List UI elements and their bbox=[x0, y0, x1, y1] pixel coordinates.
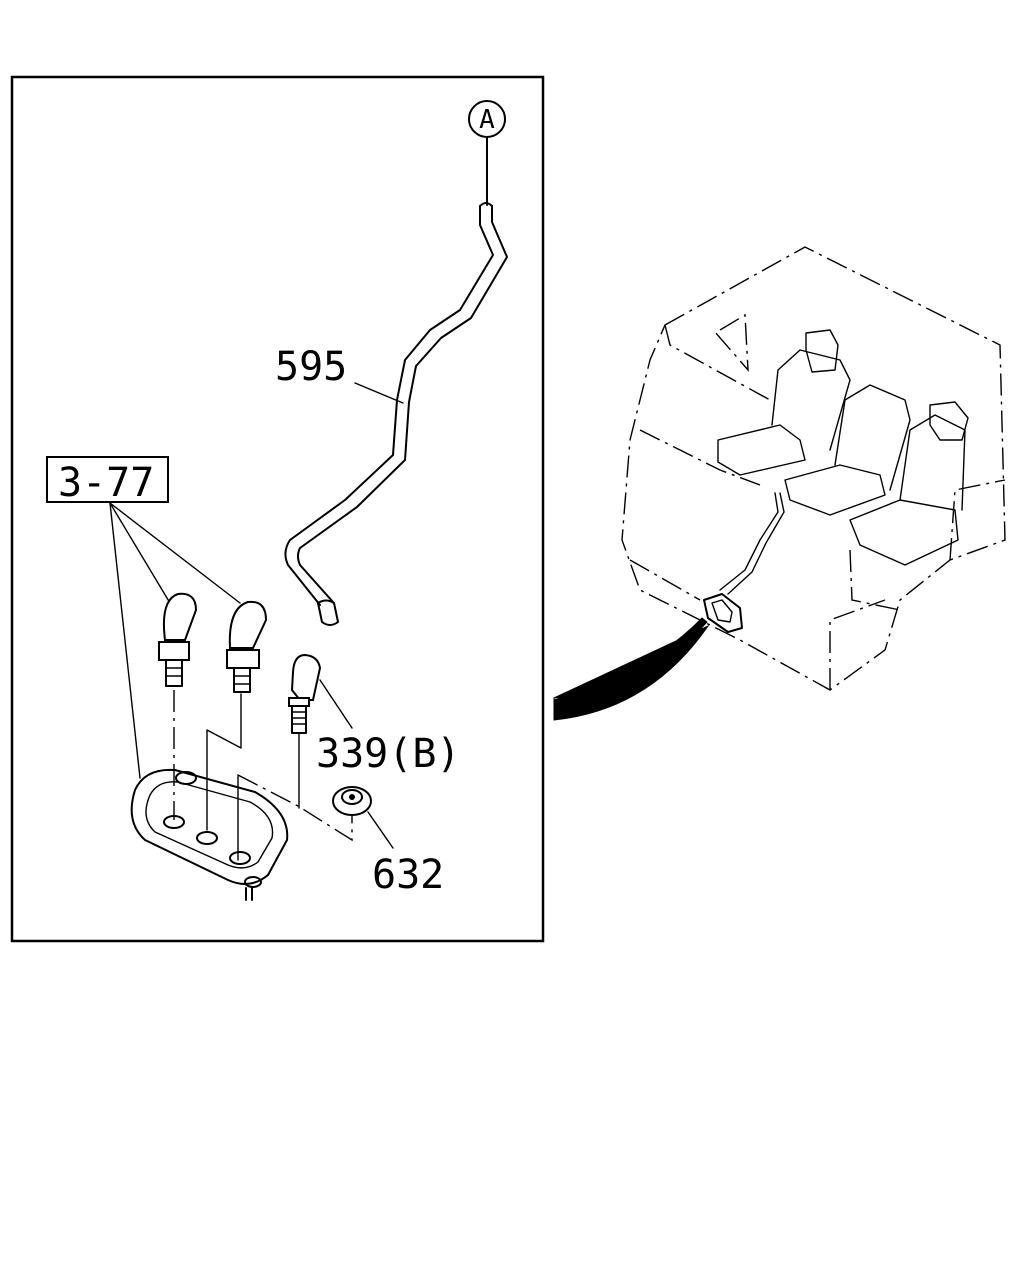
detail-frame bbox=[10, 75, 545, 943]
hose-fitting-339b bbox=[288, 653, 353, 734]
callout-a: A bbox=[468, 100, 506, 206]
connector-arrow bbox=[553, 617, 710, 721]
base-plate bbox=[130, 768, 289, 901]
grommet-632 bbox=[332, 786, 394, 849]
label-339b: 339(B) bbox=[316, 731, 461, 777]
label-3-77: 3-77 bbox=[58, 460, 154, 506]
reference-leaders bbox=[109, 502, 241, 779]
elbow-fitting-right bbox=[226, 600, 268, 693]
callout-a-label: A bbox=[479, 105, 495, 135]
assembly-guides bbox=[173, 690, 353, 861]
reference-box bbox=[46, 456, 169, 503]
hose-595 bbox=[284, 202, 508, 626]
label-595: 595 bbox=[275, 344, 347, 390]
label-632: 632 bbox=[372, 852, 444, 898]
vehicle-cab-overview bbox=[621, 246, 1006, 691]
elbow-fitting-left bbox=[158, 592, 198, 687]
